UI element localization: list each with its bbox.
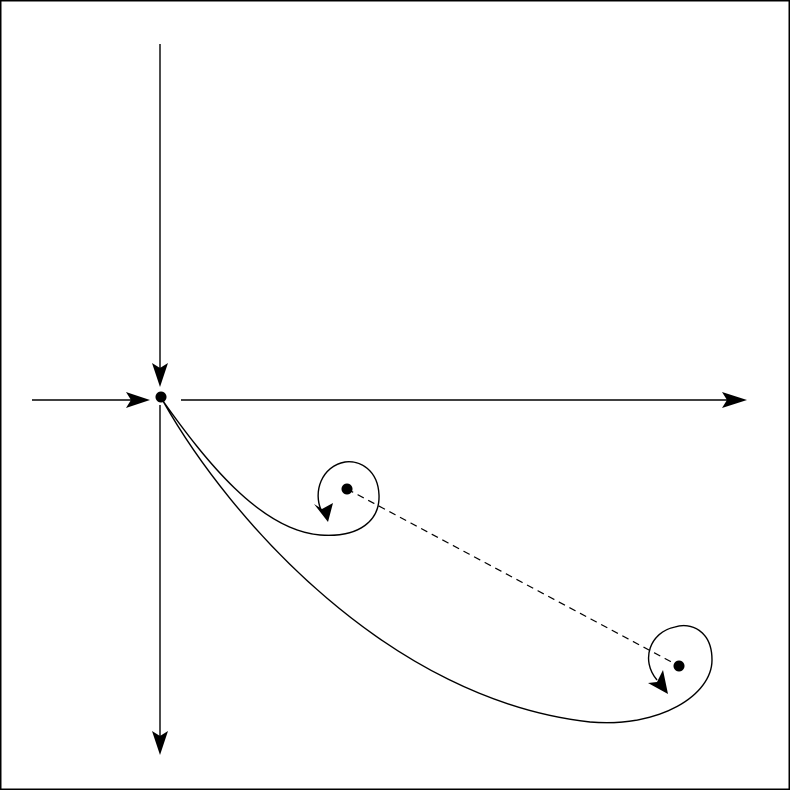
vertical-outgoing-axis <box>152 405 168 755</box>
arrowhead-icon <box>722 392 747 408</box>
vertical-incoming-axis <box>152 44 168 387</box>
arrowhead-icon <box>648 670 668 694</box>
focus-point-inner <box>341 483 353 495</box>
horizontal-incoming-axis <box>32 392 150 408</box>
arrowhead-icon <box>314 503 333 522</box>
dashed-connector <box>346 488 680 667</box>
saddle-point <box>155 391 167 403</box>
arrowhead-icon <box>126 392 150 408</box>
focus-point-outer <box>673 660 685 672</box>
arrowhead-icon <box>152 363 168 387</box>
arrowhead-icon <box>152 731 168 755</box>
horizontal-outgoing-axis <box>181 392 747 408</box>
outer-spiral-trajectory <box>162 400 713 724</box>
inner-spiral-trajectory <box>162 400 380 536</box>
